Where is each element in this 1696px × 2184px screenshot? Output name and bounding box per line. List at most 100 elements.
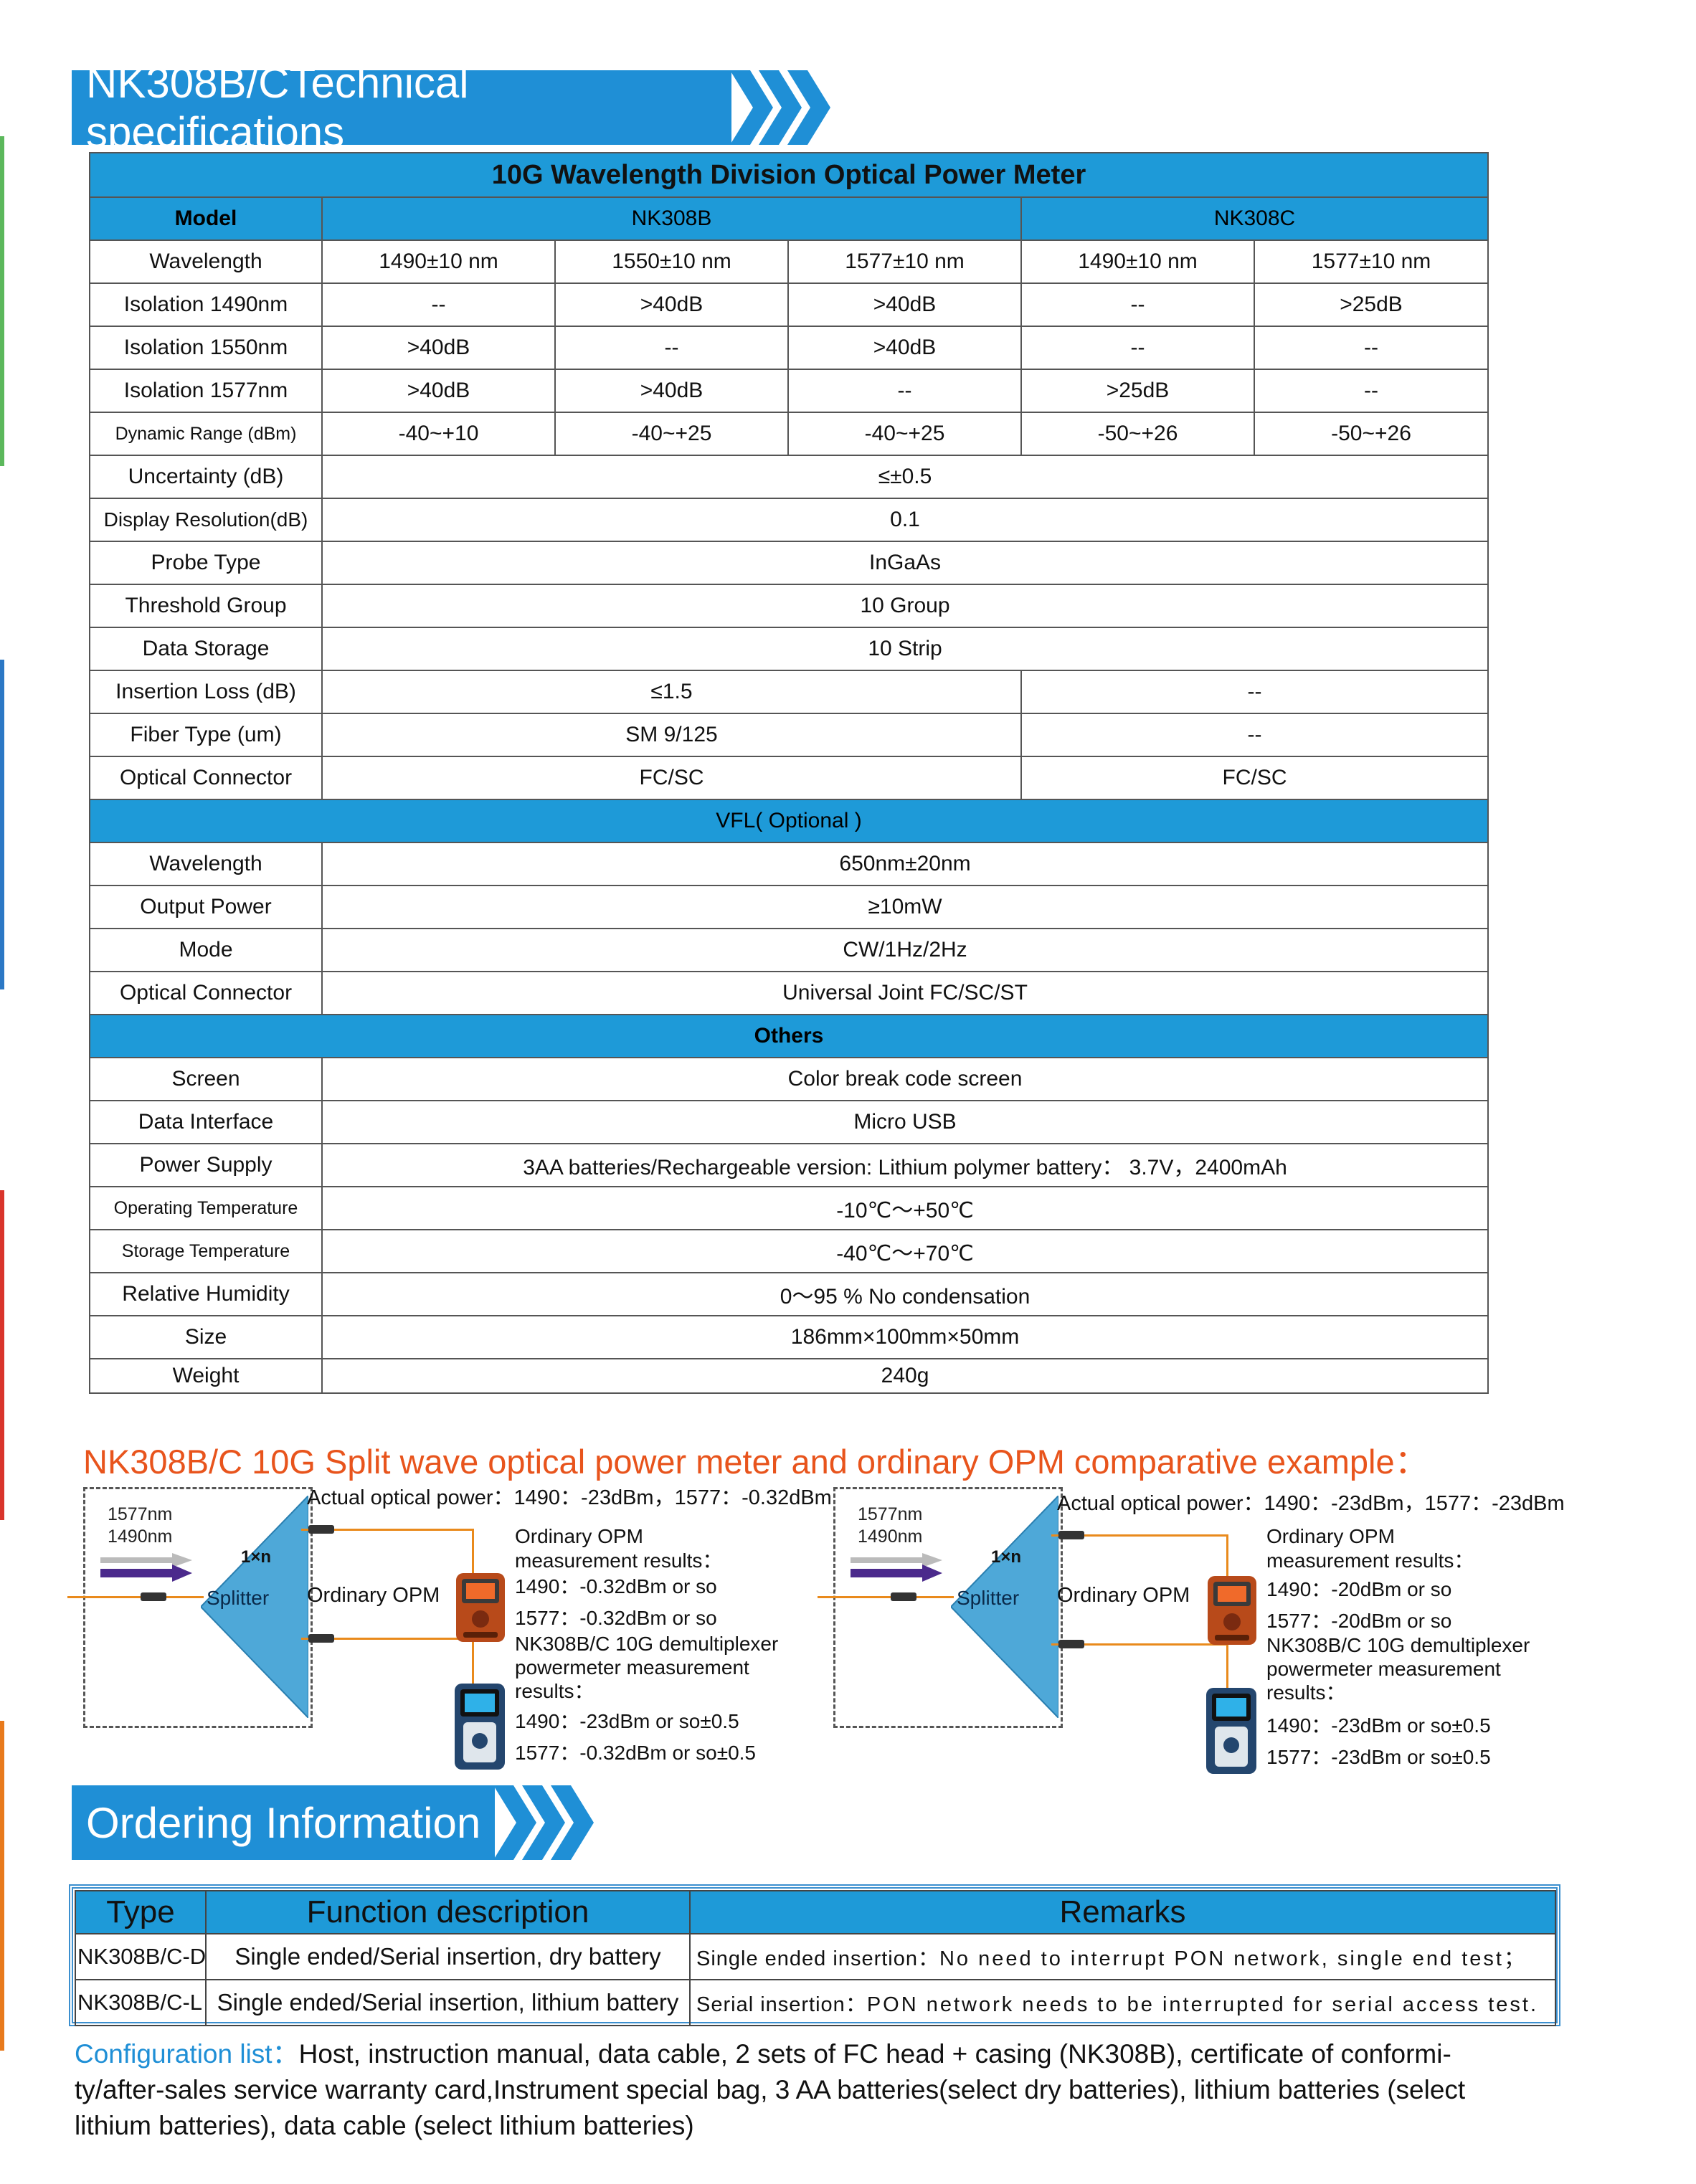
ordering-table: Type Function description Remarks NK308B… xyxy=(75,1890,1556,2026)
nk-result-title: powermeter measurement xyxy=(515,1656,749,1679)
vfl-header-row: VFL( Optional ) xyxy=(88,799,1489,843)
cell: FC/SC xyxy=(321,756,1022,800)
model-nk308b: NK308B xyxy=(321,196,1022,241)
comparison-title: NK308B/C 10G Split wave optical power me… xyxy=(83,1443,1429,1481)
row-label: Output Power xyxy=(89,885,323,929)
row-label: Operating Temperature xyxy=(89,1186,323,1230)
order-type: NK308B/C-L xyxy=(75,1979,207,2026)
table-row: Output Power ≥10mW xyxy=(89,885,1489,929)
cell: 1577±10 nm xyxy=(1253,239,1489,284)
cell: 650nm±20nm xyxy=(321,842,1489,886)
row-label: Uncertainty (dB) xyxy=(89,455,323,499)
nk-result: 1490：-23dBm or so±0.5 xyxy=(515,1710,739,1732)
input-fiber xyxy=(67,1596,204,1598)
nk-result-title: results： xyxy=(1266,1681,1346,1704)
cell: -- xyxy=(1020,283,1255,327)
cell: FC/SC xyxy=(1020,756,1489,800)
output-fiber-top xyxy=(1051,1534,1228,1537)
table-row: Relative Humidity 0～95 % No condensation xyxy=(89,1272,1489,1316)
opm-result-title: Ordinary OPM xyxy=(1266,1525,1395,1547)
cell: 0.1 xyxy=(321,498,1489,542)
ordinary-opm-device-icon xyxy=(1208,1576,1256,1645)
row-label: Isolation 1490nm xyxy=(89,283,323,327)
config-line: ty/after-sales service warranty card,Ins… xyxy=(75,2075,1466,2104)
cell: -40~+25 xyxy=(787,412,1022,456)
cell: CW/1Hz/2Hz xyxy=(321,928,1489,972)
splitter-ratio: 1×n xyxy=(991,1547,1022,1567)
row-label: Fiber Type (um) xyxy=(89,713,323,757)
output-fiber-bottom xyxy=(301,1638,473,1640)
row-label: Wavelength xyxy=(89,842,323,886)
cell: >40dB xyxy=(321,369,556,413)
arrow-icon xyxy=(100,1553,192,1582)
cell: -- xyxy=(1020,713,1489,757)
opm-result: 1490：-20dBm or so xyxy=(1266,1578,1452,1600)
model-row: Model NK308B NK308C xyxy=(89,196,1489,241)
row-label: Screen xyxy=(89,1057,323,1101)
cell: -50~+26 xyxy=(1020,412,1255,456)
cell: 10 Strip xyxy=(321,627,1489,671)
wavelength-label: 1490nm xyxy=(108,1527,173,1547)
table-row: Uncertainty (dB) ≤±0.5 xyxy=(89,455,1489,499)
cell: >40dB xyxy=(321,326,556,370)
remark-lead: Single ended insertion： xyxy=(696,1947,939,1970)
table-row: Optical Connector FC/SC FC/SC xyxy=(89,756,1489,800)
splitter-triangle-icon xyxy=(201,1496,308,1718)
table-row: Dynamic Range (dBm) -40~+10 -40~+25 -40~… xyxy=(89,412,1489,456)
ordinary-opm-label: Ordinary OPM xyxy=(307,1584,440,1607)
order-desc: Single ended/Serial insertion, lithium b… xyxy=(205,1979,691,2026)
cell: 1490±10 nm xyxy=(321,239,556,284)
configuration-list: Configuration list：Host, instruction man… xyxy=(75,2036,1509,2144)
cell: -- xyxy=(554,326,789,370)
config-line: lithium batteries), data cable (select l… xyxy=(75,2111,694,2140)
table-row: Fiber Type (um) SM 9/125 -- xyxy=(89,713,1489,757)
table-row: Optical Connector Universal Joint FC/SC/… xyxy=(89,971,1489,1015)
row-label: Isolation 1577nm xyxy=(89,369,323,413)
wavelength-label: 1577nm xyxy=(108,1504,173,1524)
table-row: Data Interface Micro USB xyxy=(89,1100,1489,1144)
order-remark-cell: Serial insertion：PON network needs to be… xyxy=(689,1979,1556,2026)
cell: SM 9/125 xyxy=(321,713,1022,757)
row-label: Data Interface xyxy=(89,1100,323,1144)
side-bar-blue xyxy=(0,660,4,989)
cell: 0～95 % No condensation xyxy=(321,1272,1489,1316)
opm-result-title: measurement results： xyxy=(515,1549,723,1572)
others-header-row: Others xyxy=(88,1014,1489,1058)
cell: Universal Joint FC/SC/ST xyxy=(321,971,1489,1015)
opm-result: 1490：-0.32dBm or so xyxy=(515,1575,717,1597)
side-bar-orange xyxy=(0,1721,4,2051)
nk-result-title: results： xyxy=(515,1680,594,1702)
connector-plug xyxy=(308,1525,334,1534)
row-label: Data Storage xyxy=(89,627,323,671)
cell: Micro USB xyxy=(321,1100,1489,1144)
nk-result: 1577：-23dBm or so±0.5 xyxy=(1266,1746,1491,1768)
chevron-icon xyxy=(730,70,830,145)
remark-text: PON network needs to be interrupted for … xyxy=(866,1993,1539,2016)
output-fiber-bottom-drop xyxy=(1226,1643,1228,1688)
connector-plug xyxy=(1058,1531,1084,1539)
row-label: Weight xyxy=(89,1358,323,1394)
row-label: Storage Temperature xyxy=(89,1229,323,1273)
header-type: Type xyxy=(75,1890,207,1934)
table-row: NK308B/C-D Single ended/Serial insertion… xyxy=(75,1933,1556,1980)
cell: ≥10mW xyxy=(321,885,1489,929)
header-function: Function description xyxy=(205,1890,691,1934)
nk-result: 1577：-0.32dBm or so±0.5 xyxy=(515,1742,757,1764)
cell: -- xyxy=(787,369,1022,413)
cell: >25dB xyxy=(1253,283,1489,327)
nk308-device-icon xyxy=(1206,1688,1256,1774)
cell: 1577±10 nm xyxy=(787,239,1022,284)
side-bar-red xyxy=(0,1190,4,1520)
cell: >40dB xyxy=(554,369,789,413)
output-fiber-top-drop xyxy=(1226,1534,1228,1579)
spec-title-row: 10G Wavelength Division Optical Power Me… xyxy=(88,152,1489,198)
connector-plug xyxy=(308,1634,334,1643)
order-remark-cell: Single ended insertion：No need to interr… xyxy=(689,1933,1556,1980)
output-fiber-bottom xyxy=(1051,1643,1228,1646)
table-row: Operating Temperature -10℃～+50℃ xyxy=(89,1186,1489,1230)
opm-result: 1577：-0.32dBm or so xyxy=(515,1607,717,1629)
table-row: Size 186mm×100mm×50mm xyxy=(89,1315,1489,1359)
cell: -40~+25 xyxy=(554,412,789,456)
cell: ≤1.5 xyxy=(321,670,1022,714)
nk308-device-icon xyxy=(455,1684,505,1770)
